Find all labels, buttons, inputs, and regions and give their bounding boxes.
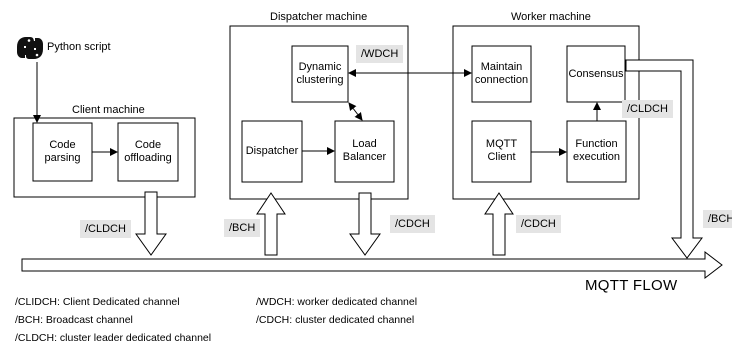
- cldch-worker-tag: /CLDCH: [622, 100, 673, 118]
- dynamic-clustering-node: [291, 45, 349, 103]
- client-machine-container: [13, 117, 196, 198]
- wdch-tag: /WDCH: [356, 45, 404, 63]
- bch-dispatcher-tag: /BCH: [224, 219, 261, 237]
- cdch-worker-tag: /CDCH: [516, 215, 561, 233]
- dispatcher-node: [241, 120, 303, 183]
- clustering-balancer-arrow: [348, 102, 363, 121]
- function-execution-node: [566, 120, 627, 183]
- worker-machine-title: Worker machine: [511, 11, 591, 23]
- cldch-client-tag: /CLDCH: [80, 220, 131, 238]
- dispatcher-label: Dispatcher: [245, 145, 299, 157]
- worker-up-block-arrow: [484, 192, 514, 256]
- load-balancer-node: [334, 120, 395, 183]
- consensus-bend-block-arrow: [625, 59, 703, 259]
- dispatcher-machine-container: [229, 25, 409, 200]
- mqtt-client-node: [471, 120, 532, 183]
- dispatcher-up-block-arrow: [256, 192, 286, 256]
- maintain-connection-node: [471, 45, 532, 103]
- legend-cldch: /CLDCH: cluster leader dedicated channel: [15, 332, 212, 344]
- python-logo-icon: [17, 37, 43, 59]
- legend-cdch: /CDCH: cluster dedicated channel: [256, 314, 415, 326]
- code-offloading-node: [117, 122, 179, 182]
- python-script-label: Python script: [47, 41, 111, 53]
- dispatcher-down-block-arrow: [349, 192, 381, 256]
- legend-wdch: /WDCH: worker dedicated channel: [256, 296, 418, 308]
- bch-right-tag: /BCH: [703, 210, 732, 228]
- cdch-dispatcher-tag: /CDCH: [390, 215, 435, 233]
- mqtt-flow-arrow: [21, 250, 723, 280]
- consensus-label: Consensus: [568, 68, 624, 80]
- consensus-node: [566, 45, 626, 103]
- mqtt-flow-label: MQTT FLOW: [585, 277, 678, 294]
- dispatcher-machine-title: Dispatcher machine: [270, 11, 368, 23]
- client-down-block-arrow: [135, 191, 167, 256]
- client-machine-title: Client machine: [72, 104, 145, 116]
- legend-bch: /BCH: Broadcast channel: [15, 314, 133, 326]
- legend-clidch: /CLIDCH: Client Dedicated channel: [15, 296, 180, 308]
